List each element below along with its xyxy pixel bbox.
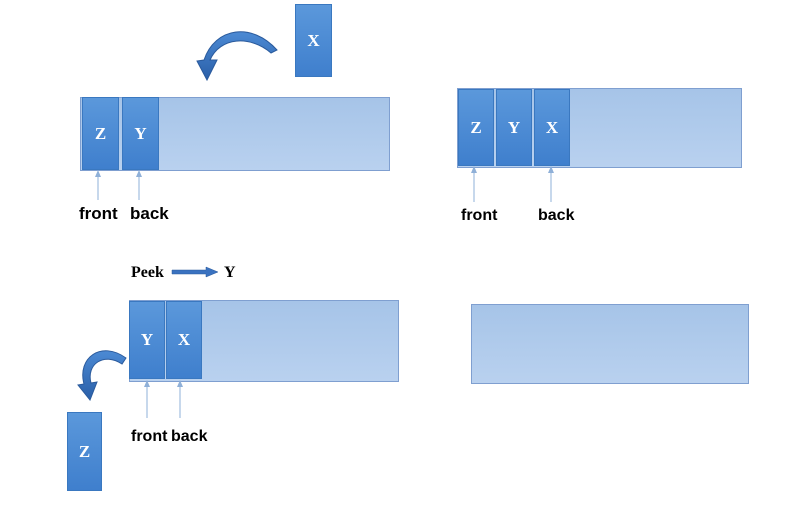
back-pointer: [136, 170, 142, 200]
peek-label: Peek: [131, 264, 164, 281]
front-label: front: [131, 428, 168, 445]
back-label: back: [538, 207, 575, 224]
queue-item: Y: [496, 89, 532, 166]
front-pointer: [144, 380, 150, 418]
queue-item-front: Y: [129, 301, 165, 379]
back-label: back: [130, 204, 169, 223]
front-pointer: [471, 166, 477, 202]
right-arrow-icon: [171, 266, 219, 278]
back-pointer: [177, 380, 183, 418]
removed-block: Z: [67, 412, 102, 491]
front-label: front: [461, 207, 498, 224]
queue-item-front: Z: [82, 97, 119, 170]
queue-item-back: Y: [122, 97, 159, 170]
front-pointer: [95, 170, 101, 200]
queue-item-back: X: [166, 301, 202, 379]
queue-item-back: X: [534, 89, 570, 166]
back-label: back: [171, 428, 208, 445]
curved-arrow-left-icon: [196, 31, 278, 82]
queue-panel-4: [471, 304, 749, 384]
peek-result: Y: [224, 264, 236, 281]
queue-item-front: Z: [458, 89, 494, 166]
incoming-block: X: [295, 4, 332, 77]
curved-arrow-down-icon: [77, 350, 127, 401]
front-label: front: [79, 204, 118, 223]
back-pointer: [548, 166, 554, 202]
